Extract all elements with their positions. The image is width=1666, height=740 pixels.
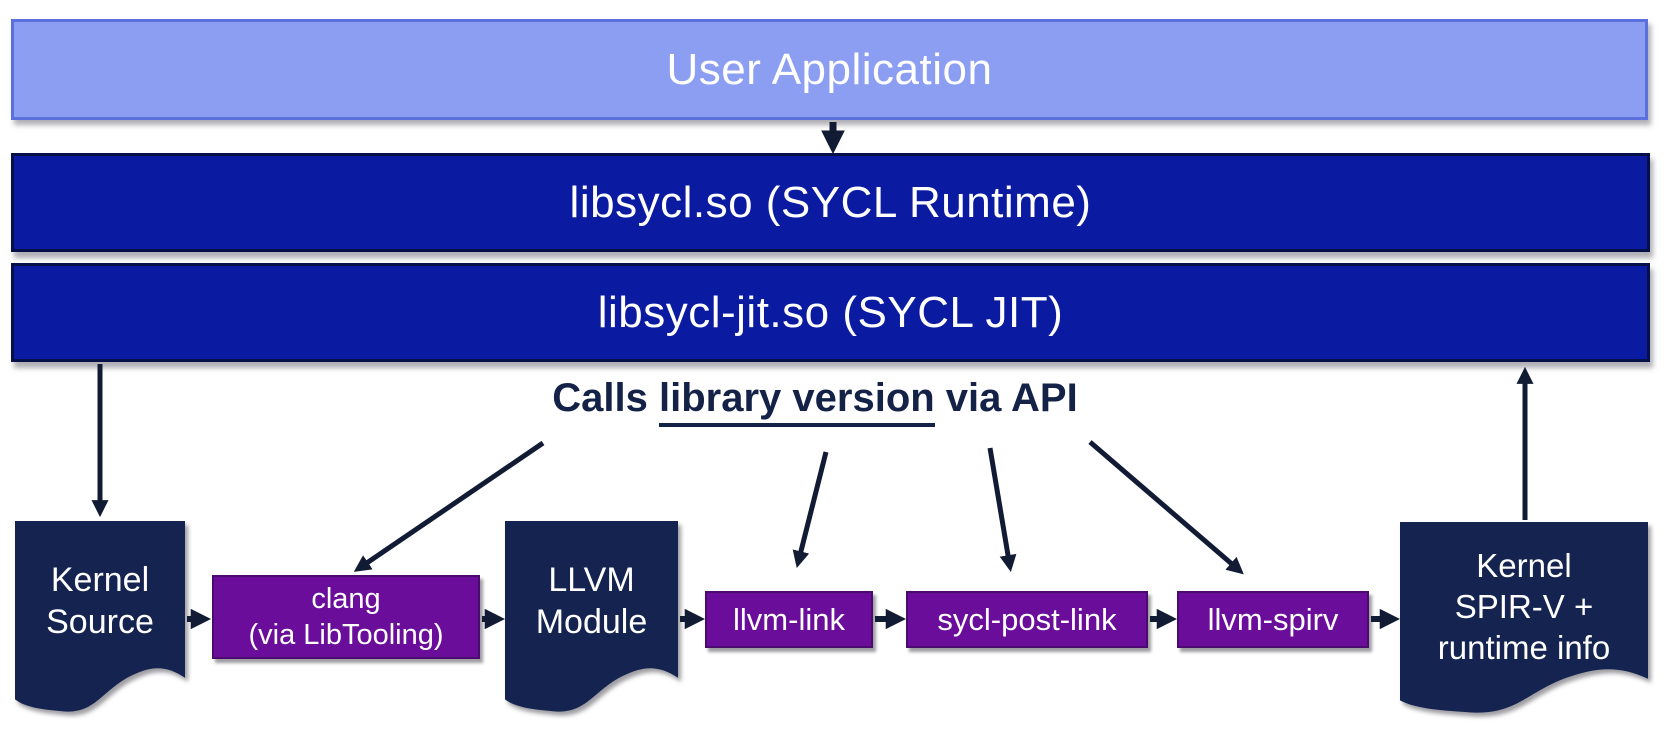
caption-calls-library-version: Calls library version via API xyxy=(0,376,1630,427)
libsycl-runtime-label: libsycl.so (SYCL Runtime) xyxy=(569,177,1092,227)
llvm-link-box: llvm-link xyxy=(705,591,873,648)
llvm-module-label: LLVM Module xyxy=(505,521,678,681)
kernel-spirv-line3: runtime info xyxy=(1437,628,1611,666)
kernel-source-line2: Source xyxy=(46,603,154,641)
caption-suffix: via API xyxy=(934,376,1078,420)
llvm-module-doc: LLVM Module xyxy=(505,521,678,717)
llvm-link-label: llvm-link xyxy=(733,601,845,637)
kernel-source-line1: Kernel xyxy=(50,561,150,599)
caption-underlined: library version xyxy=(659,376,935,427)
arrow-caption-to-llvm-link xyxy=(792,451,829,568)
libsycl-runtime-box: libsycl.so (SYCL Runtime) xyxy=(11,153,1650,252)
kernel-spirv-line2: SPIR-V + xyxy=(1454,587,1594,625)
clang-box: clang (via LibTooling) xyxy=(212,575,480,659)
arrow-caption-to-llvm-spirv xyxy=(1088,440,1244,575)
libsycl-jit-box: libsycl-jit.so (SYCL JIT) xyxy=(11,263,1650,362)
llvm-module-line1: LLVM xyxy=(548,561,635,599)
kernel-spirv-doc: Kernel SPIR-V + runtime info xyxy=(1400,522,1648,718)
sycl-post-link-label: sycl-post-link xyxy=(937,601,1117,637)
kernel-source-doc: Kernel Source xyxy=(15,521,185,717)
document-shape xyxy=(505,521,678,712)
llvm-spirv-label: llvm-spirv xyxy=(1207,601,1339,637)
user-application-box: User Application xyxy=(11,19,1648,120)
user-application-label: User Application xyxy=(666,44,993,94)
llvm-module-line2: Module xyxy=(535,603,648,641)
caption-prefix: Calls xyxy=(552,376,659,420)
document-shape xyxy=(15,521,185,712)
kernel-spirv-line1: Kernel xyxy=(1476,546,1572,584)
clang-line2: (via LibTooling) xyxy=(248,619,444,651)
libsycl-jit-label: libsycl-jit.so (SYCL JIT) xyxy=(597,287,1064,337)
sycl-post-link-box: sycl-post-link xyxy=(906,591,1148,648)
clang-line1: clang xyxy=(311,583,381,615)
kernel-spirv-label: Kernel SPIR-V + runtime info xyxy=(1400,522,1648,690)
arrow-caption-to-sycl-post-link xyxy=(987,447,1017,573)
document-shape xyxy=(1400,522,1648,713)
llvm-spirv-box: llvm-spirv xyxy=(1177,591,1369,648)
kernel-source-label: Kernel Source xyxy=(15,521,185,681)
